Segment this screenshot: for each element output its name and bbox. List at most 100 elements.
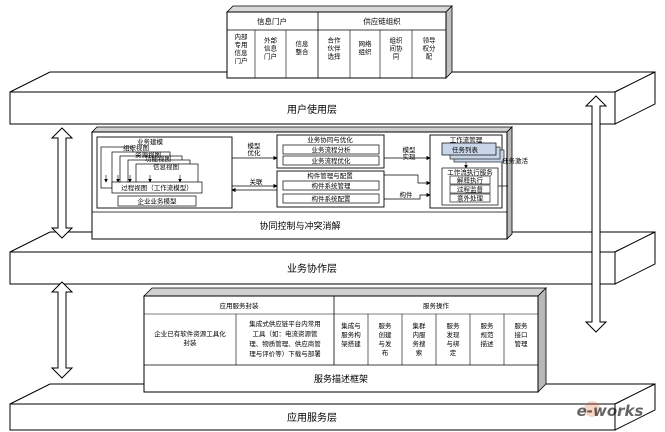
service-op-1-line-1: 创建	[379, 330, 393, 339]
conflict-resolution-label: 协同控制与冲突消解	[259, 220, 340, 232]
task-trigger: 任务激活	[502, 156, 529, 165]
process-optimization: 业务流程优化	[312, 156, 352, 165]
service-op-1-line-2: 与发	[379, 339, 393, 348]
integration-text: 集成式供应链平台内常用工具（如：电流资源管理、物质管理、供应商管理与评价等）下载…	[249, 319, 321, 358]
information-view: 信息视图	[153, 162, 179, 171]
portal-cell-3-line-0: 合作	[328, 36, 342, 45]
application-layer-label: 应用服务层	[287, 411, 337, 424]
org-view: 组织视图	[123, 143, 149, 152]
resource-view: 资源视图	[135, 150, 161, 159]
service-framework: 应用服务封装 服务操作 企业已有软件资源工具化 封装 集成式供应链平台内常用工具…	[143, 287, 547, 393]
service-op-0-line-0: 集成与	[341, 321, 361, 330]
user-layer-label: 用户使用层	[287, 103, 337, 116]
watermark-text: e-works	[577, 402, 644, 420]
workflow-engine: 工作流执行服务	[447, 168, 493, 177]
optimization-box: 业务协同与优化 业务流程分析 业务流程优化	[276, 134, 385, 169]
service-op-2-line-2: 务搜	[413, 339, 427, 348]
model-realize-label-1: 模型	[403, 145, 417, 154]
process-monitor: 过程监督	[457, 185, 484, 194]
portal-cell-5-line-1: 间协	[390, 44, 404, 53]
portal-cell-5-line-2: 同	[393, 53, 400, 61]
encapsulation-title: 应用服务封装	[220, 301, 260, 310]
model-optimize-label-1: 模型	[248, 141, 262, 150]
model-realize-label-2: 实现	[403, 152, 417, 161]
service-op-4-line-2: 描述	[481, 339, 495, 348]
service-op-2-line-1: 内服	[413, 330, 427, 339]
flow-arrows	[231, 155, 508, 200]
portal-cell-0-line-0: 内部	[235, 32, 249, 41]
portal-cell-0-line-1: 专用	[235, 40, 248, 49]
portal-cell-5-line-0: 组织	[390, 36, 404, 45]
left-upper-double-arrow	[50, 127, 74, 239]
business-layer: 业务协作层	[9, 231, 656, 285]
portal-cell-1-line-0: 外部	[264, 36, 278, 45]
service-op-3-line-2: 与绑	[447, 339, 461, 348]
user-layer: 用户使用层	[9, 71, 656, 125]
service-op-1-line-0: 服务	[379, 321, 393, 330]
model-optimize-label-2: 优化	[248, 148, 262, 157]
component-box: 构件管理与配置 构件系统管理 构件系统配置	[276, 170, 385, 208]
operation-title: 服务操作	[423, 301, 450, 310]
process-view: 过程视图（工作流模型）	[121, 183, 193, 192]
service-op-1-line-3: 布	[382, 348, 389, 357]
e-works-logo: e-works	[577, 401, 644, 420]
service-framework-label: 服务描述框架	[314, 373, 368, 385]
service-op-0-line-1: 服务构	[341, 330, 361, 339]
portal-cell-2-line-1: 整合	[296, 47, 310, 56]
integration-line-1: 工具（如：电流资源管	[253, 329, 319, 338]
portal-cell-6-line-0: 领导	[423, 36, 437, 45]
flow-labels: 模型 优化 关联 模型 实现 构件	[248, 141, 417, 199]
legacy-line-2: 封装	[184, 338, 198, 347]
exception-handling: 意外处理	[457, 194, 484, 203]
service-op-2-line-0: 集群	[413, 321, 427, 330]
portal-cell-6-line-1: 权分	[423, 44, 437, 53]
service-op-5-line-0: 服务	[515, 321, 529, 330]
portal-cell-3-line-1: 伙伴	[328, 44, 342, 53]
portal-box: 信息门户 供应链组织 内部专用信息门户外部信息门户信息整合合作伙伴选择网络组织组…	[226, 5, 453, 79]
service-op-2-line-3: 索	[416, 348, 423, 357]
service-op-3-line-1: 发现	[447, 330, 461, 339]
portal-cell-1-line-1: 信息	[264, 44, 278, 53]
explain-execute: 解释执行	[457, 176, 484, 185]
portal-cell-6-line-2: 配	[426, 53, 433, 61]
component-sys-mgmt: 构件系统管理	[312, 181, 352, 190]
portal-cell-4-line-1: 组织	[359, 47, 373, 56]
integration-line-0: 集成式供应链平台内常用	[249, 319, 321, 328]
function-view: 功能视图	[145, 154, 171, 163]
left-lower-double-arrow	[50, 281, 74, 379]
collab-title: 业务协同与优化	[307, 135, 353, 144]
service-operation-cells: 集成与服务构架搭建服务创建与发布集群内服务搜索服务发现与绑定服务规范描述服务接口…	[341, 314, 528, 365]
integration-line-3: 理与评价等）下载与部署	[249, 349, 321, 358]
service-op-4-line-1: 规范	[481, 330, 495, 339]
portal-cell-4-line-0: 网络	[359, 39, 373, 48]
portal-cell-1-line-2: 门户	[264, 52, 277, 61]
portal-cell-3-line-2: 选择	[328, 52, 342, 61]
service-op-5-line-2: 管理	[515, 339, 529, 348]
process-analysis: 业务流程分析	[312, 145, 352, 154]
component-label: 构件	[400, 190, 414, 199]
workflow-title: 工作流管理	[450, 135, 483, 144]
info-portal-title: 信息门户	[257, 16, 287, 26]
task-list: 任务列表	[452, 145, 479, 154]
service-op-3-line-0: 服务	[447, 321, 461, 330]
portal-cell-0-line-2: 信息	[235, 48, 249, 57]
portal-cell-0-line-3: 门户	[235, 56, 248, 65]
component-mgmt-title: 构件管理与配置	[307, 171, 353, 180]
supply-chain-title: 供应链组织	[363, 16, 401, 26]
portal-cell-2-line-0: 信息	[296, 39, 310, 48]
service-op-5-line-1: 接口	[515, 330, 528, 339]
modeling-box: 业务建模 组织视图 资源视图 功能视图 信息视图 过程视图（工作流模型） 企业业…	[96, 136, 233, 209]
enterprise-model: 企业业务模型	[138, 197, 178, 206]
layer-double-arrows	[50, 95, 608, 379]
component-sys-config: 构件系统配置	[312, 194, 352, 203]
relation-label: 关联	[250, 177, 264, 186]
service-op-3-line-3: 定	[450, 348, 457, 357]
business-layer-label: 业务协作层	[287, 262, 337, 275]
modeling-title: 业务建模	[137, 137, 164, 146]
service-op-4-line-0: 服务	[481, 321, 495, 330]
workflow-box: 工作流管理 任务列表 任务激活 工作流执行服务 解释执行 过程监督 意外处理	[429, 134, 529, 209]
right-double-arrow	[584, 95, 608, 333]
service-op-0-line-2: 架搭建	[341, 339, 361, 348]
